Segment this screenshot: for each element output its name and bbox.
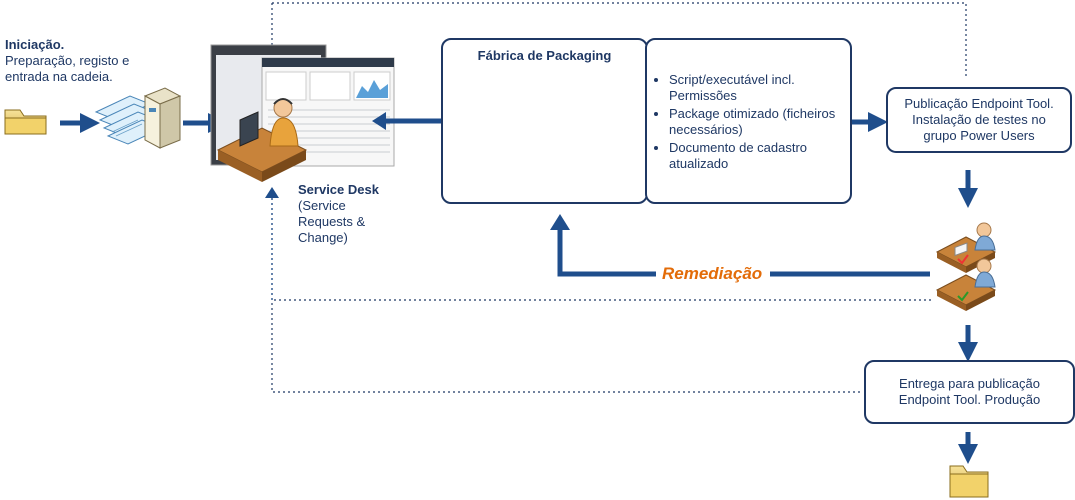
remediation-arrow [550, 214, 930, 277]
folder-icon [4, 109, 47, 135]
factory-outputs-box: Script/executável incl. Permissões Packa… [645, 38, 852, 204]
factory-output-item: Script/executável incl. Permissões [669, 72, 842, 104]
testers-illustration [935, 222, 997, 311]
service-desk-illustration [210, 44, 395, 182]
factory-outputs-list: Script/executável incl. Permissões Packa… [653, 72, 842, 172]
remediation-label: Remediação [662, 264, 763, 283]
initiation-subtitle: Preparação, registo e entrada na cadeia. [5, 53, 130, 84]
factory-title: Fábrica de Packaging [477, 48, 612, 63]
factory-box: Fábrica de Packaging [441, 38, 648, 204]
publication-test-label: Publicação Endpoint Tool. Instalação de … [904, 96, 1054, 143]
factory-output-item: Package otimizado (ficheiros necessários… [669, 106, 842, 138]
service-desk-block: Service Desk (Service Requests & Change) [298, 182, 398, 246]
delivery-label: Entrega para publicação Endpoint Tool. P… [898, 376, 1041, 407]
initiation-block: Iniciação. Preparação, registo e entrada… [5, 37, 155, 85]
initiation-title: Iniciação. [5, 37, 65, 52]
arrow-up-to-service-desk [265, 187, 279, 300]
service-desk-subtitle: (Service Requests & Change) [298, 198, 366, 245]
factory-output-item: Documento de cadastro atualizado [669, 140, 842, 172]
service-desk-title: Service Desk [298, 182, 379, 197]
documents-server-icon [94, 87, 182, 149]
final-folder-icon [949, 465, 989, 498]
delivery-box: Entrega para publicação Endpoint Tool. P… [864, 360, 1075, 424]
publication-test-box: Publicação Endpoint Tool. Instalação de … [886, 87, 1072, 153]
